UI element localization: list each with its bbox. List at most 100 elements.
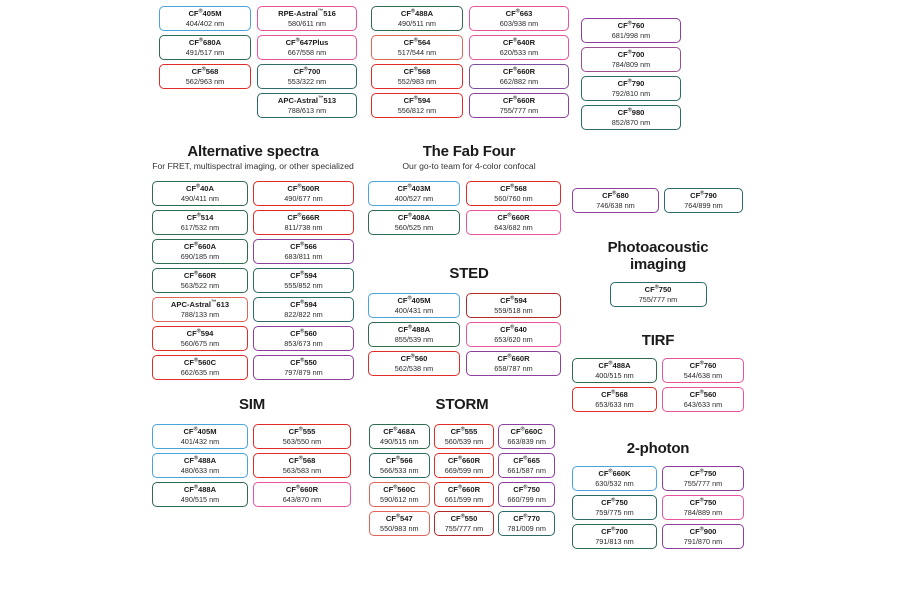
trademark-mark: ® — [300, 270, 305, 277]
dye-excitation-emission: 764/899 nm — [684, 201, 723, 210]
dye-excitation-emission: 662/635 nm — [180, 368, 220, 377]
dye-excitation-emission: 560/525 nm — [394, 223, 434, 232]
dye-name: CF®514 — [186, 212, 214, 222]
dye-excitation-emission: 643/682 nm — [494, 223, 533, 232]
trademark-mark: ® — [510, 183, 515, 190]
dye-name: CF®663 — [505, 8, 533, 18]
dye-name: CF®660R — [502, 95, 536, 105]
dye-name: CF®665 — [513, 455, 541, 465]
dye-name: CF®900 — [689, 526, 717, 536]
dye-excitation-emission: 490/411 nm — [181, 194, 219, 203]
dye-excitation-emission: 653/633 nm — [595, 400, 634, 409]
trademark-mark: ® — [515, 8, 520, 15]
trademark-mark: ® — [300, 328, 305, 335]
section-title: TIRF — [641, 332, 675, 349]
trademark-mark: ® — [512, 66, 517, 73]
dye-excitation-emission: 669/599 nm — [444, 466, 484, 475]
dye-name: CF®660R — [447, 484, 481, 494]
dye-name: CF®488A — [183, 455, 217, 465]
trademark-mark: ® — [413, 37, 418, 44]
trademark-mark: ™ — [211, 299, 217, 306]
